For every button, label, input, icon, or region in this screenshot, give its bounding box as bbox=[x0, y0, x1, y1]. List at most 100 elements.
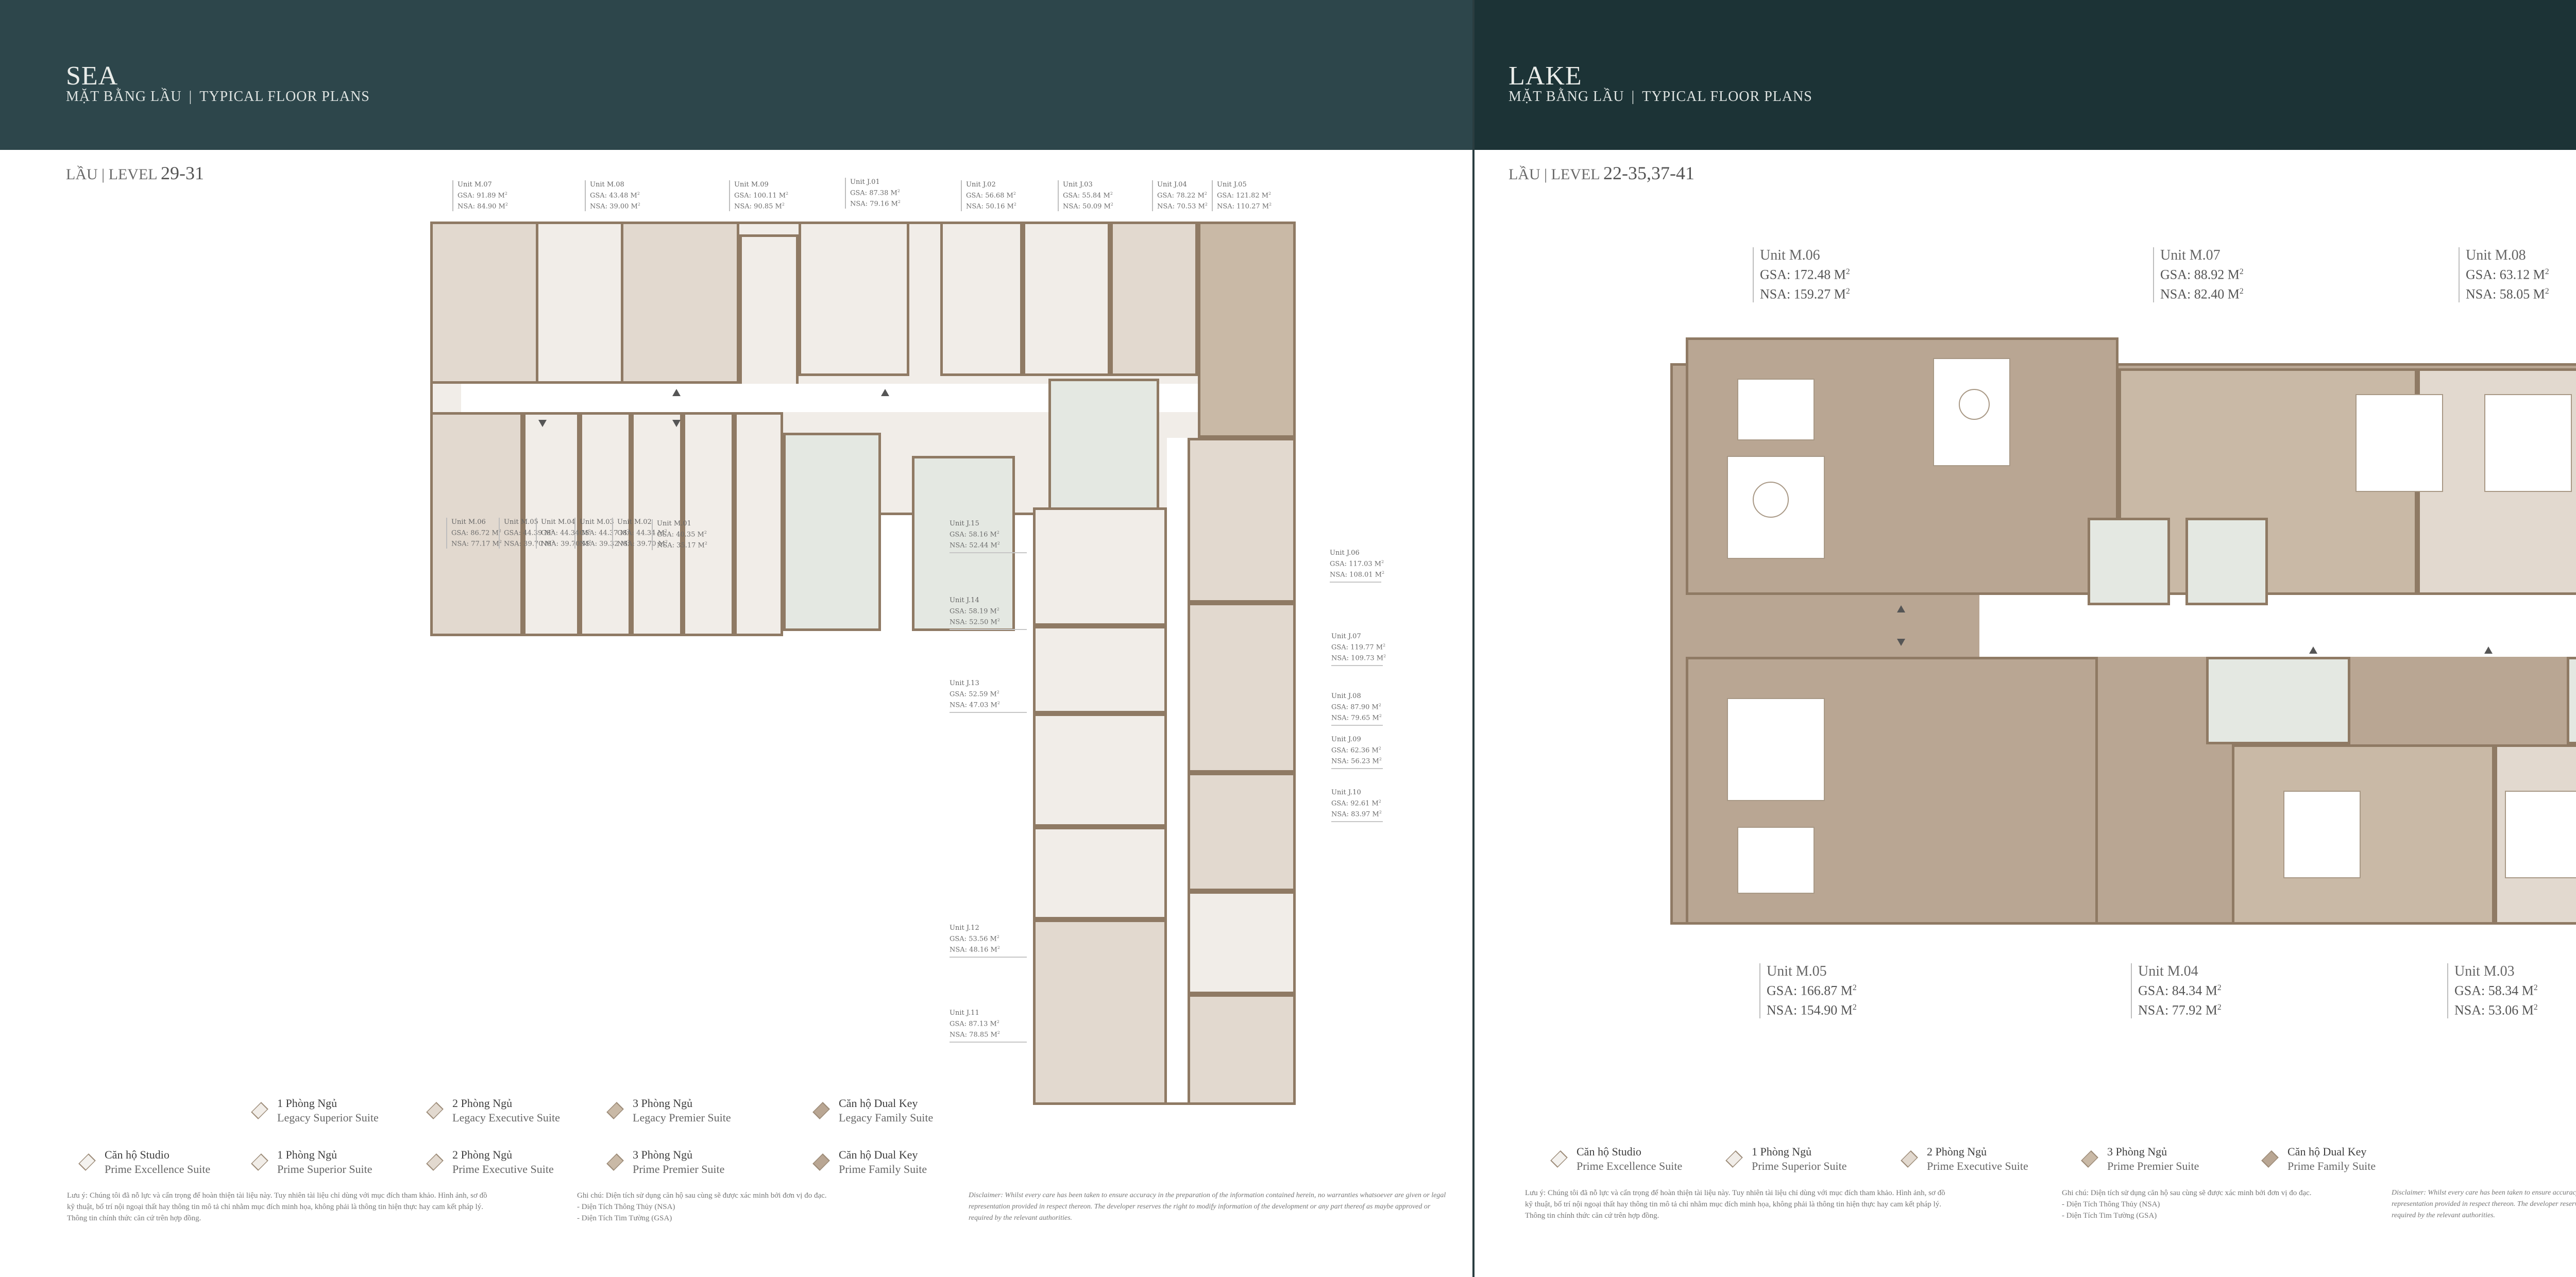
legend-label-en: Prime Excellence Suite bbox=[1577, 1160, 1683, 1172]
superscript: 2 bbox=[499, 539, 502, 544]
unit-nsa: NSA: 79.65 M bbox=[1331, 714, 1379, 722]
unit-gsa: GSA: 55.84 M bbox=[1063, 192, 1110, 200]
superscript: 2 bbox=[1379, 810, 1382, 815]
unit-label-j06: Unit J.06 GSA: 117.03 M2 NSA: 108.01 M2 bbox=[1330, 549, 1384, 583]
legend-diamond-icon bbox=[606, 1102, 624, 1119]
legend-label-vn: 3 Phòng Ngủ bbox=[633, 1097, 693, 1110]
superscript: 2 bbox=[588, 529, 591, 533]
unit-name: Unit M.06 bbox=[1760, 247, 1820, 263]
superscript: 2 bbox=[588, 539, 591, 544]
unit-nsa: NSA: 39.00 M bbox=[590, 202, 638, 211]
legend-diamond-icon bbox=[426, 1102, 444, 1119]
unit-label-j15: Unit J.15 GSA: 58.16 M2 NSA: 52.44 M2 bbox=[950, 519, 1027, 553]
note-line: representation provided in respect there… bbox=[969, 1203, 1431, 1211]
note-line: Thông tin chính thức căn cứ trên hợp đồn… bbox=[1525, 1212, 1659, 1220]
stair-core bbox=[2567, 657, 2576, 744]
unit-name: Unit J.07 bbox=[1331, 633, 1361, 640]
unit-label-m07: Unit M.07 GSA: 88.92 M2 NSA: 82.40 M2 bbox=[2153, 247, 2244, 303]
note-line: Ghi chú: Diện tích sử dụng căn hộ sau cù… bbox=[2062, 1189, 2312, 1197]
entry-arrow-icon bbox=[2484, 646, 2493, 654]
unit-name: Unit M.02 bbox=[617, 518, 652, 526]
unit-m04-area bbox=[580, 412, 631, 636]
superscript: 2 bbox=[996, 607, 999, 611]
unit-label-m03: Unit M.03 GSA: 44.37 M2 NSA: 39.32 M2 bbox=[574, 518, 630, 549]
unit-label-m08: Unit M.08 GSA: 63.12 M2 NSA: 58.05 M2 bbox=[2459, 247, 2549, 303]
unit-label-j02: Unit J.02 GSA: 56.68 M2 NSA: 50.16 M2 bbox=[961, 180, 1016, 211]
unit-gsa: GSA: 53.56 M bbox=[950, 935, 997, 943]
unit-nsa: NSA: 83.97 M bbox=[1331, 810, 1379, 819]
entry-arrow-icon bbox=[2309, 646, 2317, 654]
unit-name: Unit M.03 bbox=[2454, 963, 2515, 979]
superscript: 2 bbox=[665, 539, 668, 544]
unit-nsa: NSA: 50.16 M bbox=[966, 202, 1014, 211]
unit-nsa: NSA: 56.23 M bbox=[1331, 757, 1379, 765]
unit-nsa: NSA: 77.92 M bbox=[2138, 1002, 2217, 1018]
unit-j15-area bbox=[1033, 507, 1167, 626]
superscript: 2 bbox=[1378, 703, 1381, 707]
disclaimer-en: Disclaimer: Whilst every care has been t… bbox=[969, 1190, 1468, 1224]
unit-label-j11: Unit J.11 GSA: 87.13 M2 NSA: 78.85 M2 bbox=[950, 1009, 1027, 1043]
unit-gsa: GSA: 86.72 M bbox=[451, 529, 499, 537]
level-heading: LẦU | LEVEL 22-35,37-41 bbox=[1509, 162, 1694, 184]
legend-label-vn: 2 Phòng Ngủ bbox=[452, 1097, 513, 1110]
unit-j05-area bbox=[1110, 222, 1198, 376]
entry-arrow-icon bbox=[672, 389, 681, 396]
page-title: LAKE bbox=[1509, 61, 1582, 91]
superscript: 2 bbox=[782, 202, 785, 207]
superscript: 2 bbox=[2533, 1002, 2538, 1012]
superscript: 2 bbox=[1110, 191, 1113, 196]
unit-name: Unit J.05 bbox=[1217, 181, 1247, 189]
superscript: 2 bbox=[996, 530, 999, 535]
superscript: 2 bbox=[704, 530, 707, 535]
level-value: 22-35,37-41 bbox=[1603, 163, 1694, 183]
unit-label-j05: Unit J.05 GSA: 121.82 M2 NSA: 110.27 M2 bbox=[1212, 180, 1272, 211]
level-value: 29-31 bbox=[161, 163, 205, 183]
superscript: 2 bbox=[997, 701, 1000, 706]
unit-nsa: NSA: 39.70 M bbox=[617, 540, 665, 548]
unit-name: Unit J.09 bbox=[1331, 736, 1361, 743]
superscript: 2 bbox=[637, 191, 640, 196]
unit-j10-area bbox=[1188, 994, 1296, 1105]
unit-name: Unit J.06 bbox=[1330, 549, 1360, 557]
superscript: 2 bbox=[1845, 286, 1850, 296]
entry-arrow-icon bbox=[1897, 639, 1905, 646]
unit-name: Unit J.02 bbox=[966, 181, 996, 189]
level-prefix: LẦU | LEVEL bbox=[1509, 166, 1600, 183]
unit-m01-area bbox=[734, 412, 783, 636]
living-furniture bbox=[2355, 394, 2443, 492]
superscript: 2 bbox=[1110, 202, 1113, 207]
note-vn: Lưu ý: Chúng tôi đã nỗ lực và cẩn trọng … bbox=[67, 1190, 567, 1224]
unit-name: Unit M.05 bbox=[504, 518, 538, 526]
unit-m09-area bbox=[621, 222, 739, 384]
superscript: 2 bbox=[1378, 746, 1381, 751]
page-spine-divider bbox=[1472, 0, 1475, 1277]
unit-m08-area bbox=[536, 222, 623, 384]
legend-label-en: Prime Executive Suite bbox=[452, 1163, 554, 1176]
superscript: 2 bbox=[498, 529, 501, 533]
legend-diamond-icon bbox=[2081, 1150, 2098, 1168]
unit-gsa: GSA: 172.48 M bbox=[1760, 267, 1846, 282]
superscript: 2 bbox=[551, 539, 554, 544]
subtitle-separator: | bbox=[1631, 89, 1635, 105]
unit-m03-area bbox=[631, 412, 683, 636]
lift-lobby bbox=[1048, 379, 1159, 513]
legend-label-en: Prime Executive Suite bbox=[1927, 1160, 2028, 1172]
superscript: 2 bbox=[2545, 286, 2549, 296]
legend-label-en: Prime Excellence Suite bbox=[105, 1163, 211, 1176]
unit-gsa: GSA: 63.12 M bbox=[2466, 267, 2545, 282]
page-subtitle: MẶT BẰNG LẦU|TYPICAL FLOOR PLANS bbox=[1509, 89, 1812, 105]
superscript: 2 bbox=[1205, 202, 1208, 207]
unit-nsa: NSA: 52.50 M bbox=[950, 618, 997, 626]
unit-gsa: GSA: 40.35 M bbox=[657, 531, 704, 539]
note-line: required by the relevant authorities. bbox=[969, 1214, 1073, 1222]
superscript: 2 bbox=[626, 529, 630, 533]
superscript: 2 bbox=[897, 189, 900, 193]
note-line: representation provided in respect there… bbox=[2392, 1200, 2576, 1208]
entry-arrow-icon bbox=[881, 389, 889, 396]
legend-label-en: Legacy Premier Suite bbox=[633, 1111, 731, 1124]
unit-label-m03: Unit M.03 GSA: 58.34 M2 NSA: 53.06 M2 bbox=[2447, 963, 2538, 1019]
